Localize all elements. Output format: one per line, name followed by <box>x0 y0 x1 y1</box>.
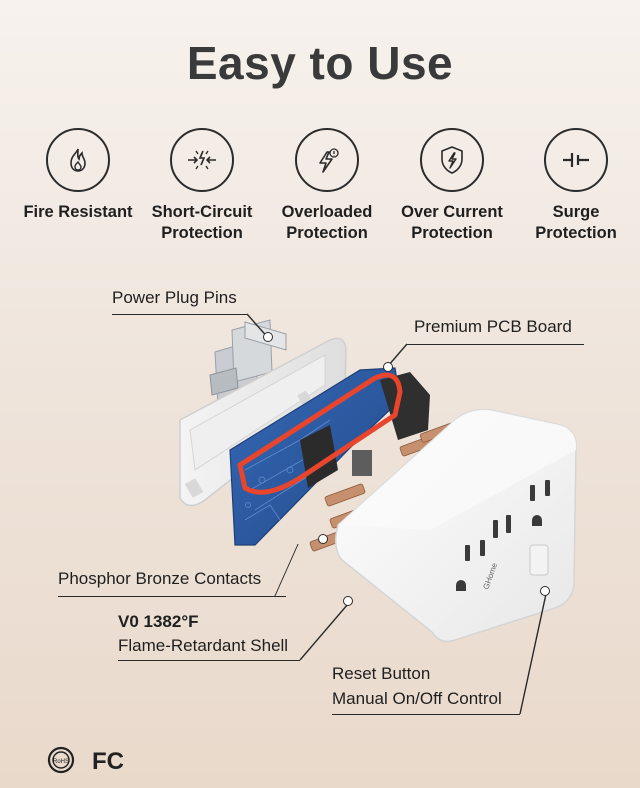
callout-reset-sub: Manual On/Off Control <box>332 689 502 708</box>
callout-contacts: Phosphor Bronze Contacts <box>58 569 262 588</box>
callout-pcb: Premium PCB Board <box>414 317 572 336</box>
overload-icon <box>295 128 359 192</box>
callout-dot <box>540 586 550 596</box>
feature-over-current: Over Current Protection <box>387 128 517 244</box>
fc-icon: FC <box>92 748 124 773</box>
feature-label: Protection <box>161 224 243 242</box>
page-title: Easy to Use <box>186 37 454 89</box>
callout-line <box>118 660 300 662</box>
feature-label: Protection <box>411 224 493 242</box>
callout-connector <box>246 313 271 341</box>
feature-fire-resistant: Fire Resistant <box>13 128 143 223</box>
feature-label: Surge <box>552 203 600 221</box>
certification-logos: RoHS FC <box>46 740 128 780</box>
feature-label: Protection <box>286 224 368 242</box>
svg-text:RoHS: RoHS <box>53 759 69 765</box>
callout-line <box>406 344 584 346</box>
callout-connector <box>299 603 349 661</box>
callout-shell-rating: V0 1382°F <box>118 612 199 631</box>
surge-icon <box>544 128 608 192</box>
feature-overloaded: Overloaded Protection <box>262 128 392 244</box>
flame-icon <box>46 128 110 192</box>
callout-line <box>332 714 520 716</box>
feature-label: Over Current <box>401 203 503 221</box>
pcb-board <box>229 367 430 546</box>
callout-shell: Flame-Retardant Shell <box>118 636 289 655</box>
callout-plug-pins: Power Plug Pins <box>112 288 237 307</box>
shield-bolt-icon <box>420 128 484 192</box>
feature-label: Overloaded <box>281 203 373 221</box>
feature-label: Short-Circuit <box>151 203 253 221</box>
short-circuit-icon <box>170 128 234 192</box>
feature-label: Fire Resistant <box>23 203 133 221</box>
feature-row: Fire Resistant Short-Circuit Protection <box>0 128 640 248</box>
front-shell: GHome <box>335 408 577 643</box>
callout-dot <box>318 534 328 544</box>
callout-dot <box>263 332 273 342</box>
feature-short-circuit: Short-Circuit Protection <box>137 128 267 244</box>
callout-line <box>58 596 286 598</box>
feature-surge: Surge Protection <box>511 128 640 244</box>
rohs-icon: RoHS <box>47 746 75 774</box>
callout-line <box>112 314 247 316</box>
callout-dot <box>343 596 353 606</box>
feature-label: Protection <box>535 224 617 242</box>
svg-text:FC: FC <box>92 748 124 773</box>
callout-dot <box>383 362 393 372</box>
callout-reset: Reset Button <box>332 664 431 683</box>
callout-connector <box>519 593 547 715</box>
